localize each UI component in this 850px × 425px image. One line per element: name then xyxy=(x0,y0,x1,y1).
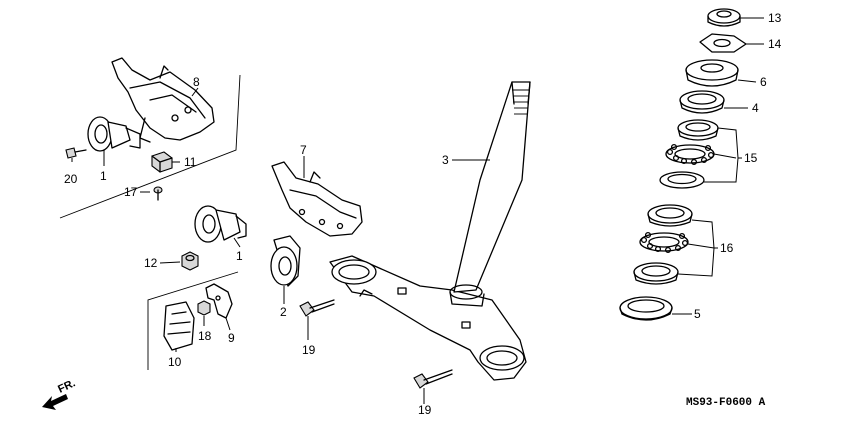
callout-18: 18 xyxy=(198,329,212,343)
bracket-9 xyxy=(205,283,233,319)
callout-16: 16 xyxy=(720,241,734,255)
callout-2: 2 xyxy=(280,305,287,319)
callout-8: 8 xyxy=(193,75,200,89)
cover-10 xyxy=(163,301,195,351)
callout-1-upper: 1 xyxy=(100,169,107,183)
callout-13: 13 xyxy=(768,11,782,25)
leader-lines xyxy=(71,17,764,404)
nut-12 xyxy=(181,251,199,271)
callout-labels: 8 1 20 11 17 1 12 7 2 9 18 10 19 19 3 13… xyxy=(64,11,782,417)
section-dividers xyxy=(59,74,241,370)
steering-stem xyxy=(329,81,531,381)
cap-11 xyxy=(151,151,173,173)
callout-7: 7 xyxy=(300,143,307,157)
horn-lower xyxy=(194,205,247,243)
callout-12: 12 xyxy=(144,256,158,270)
callout-10: 10 xyxy=(168,355,182,369)
callout-15: 15 xyxy=(744,151,758,165)
callout-5: 5 xyxy=(694,307,701,321)
callout-17: 17 xyxy=(124,185,138,199)
bearing-stack xyxy=(619,8,747,321)
callout-19-lower: 19 xyxy=(418,403,432,417)
horn-bracket-middle xyxy=(271,161,363,237)
screw-17 xyxy=(153,186,163,201)
callout-9: 9 xyxy=(228,331,235,345)
callout-1-lower: 1 xyxy=(236,249,243,263)
callout-20: 20 xyxy=(64,172,78,186)
bolt-19-lower xyxy=(413,369,453,389)
diagram-code: MS93-F0600 A xyxy=(686,397,766,409)
callout-14: 14 xyxy=(768,37,782,51)
horn-2 xyxy=(270,235,301,287)
horn-upper xyxy=(87,116,141,152)
callout-6: 6 xyxy=(760,75,767,89)
callout-11: 11 xyxy=(184,155,197,169)
callout-19-left: 19 xyxy=(302,343,316,357)
bolt-19-left xyxy=(299,299,335,317)
front-direction-arrow: FR. xyxy=(42,377,77,410)
callout-3: 3 xyxy=(442,153,449,167)
callout-4: 4 xyxy=(752,101,759,115)
nut-18 xyxy=(197,300,211,316)
front-marker-label: FR. xyxy=(56,377,77,395)
bolt-20 xyxy=(65,147,87,159)
